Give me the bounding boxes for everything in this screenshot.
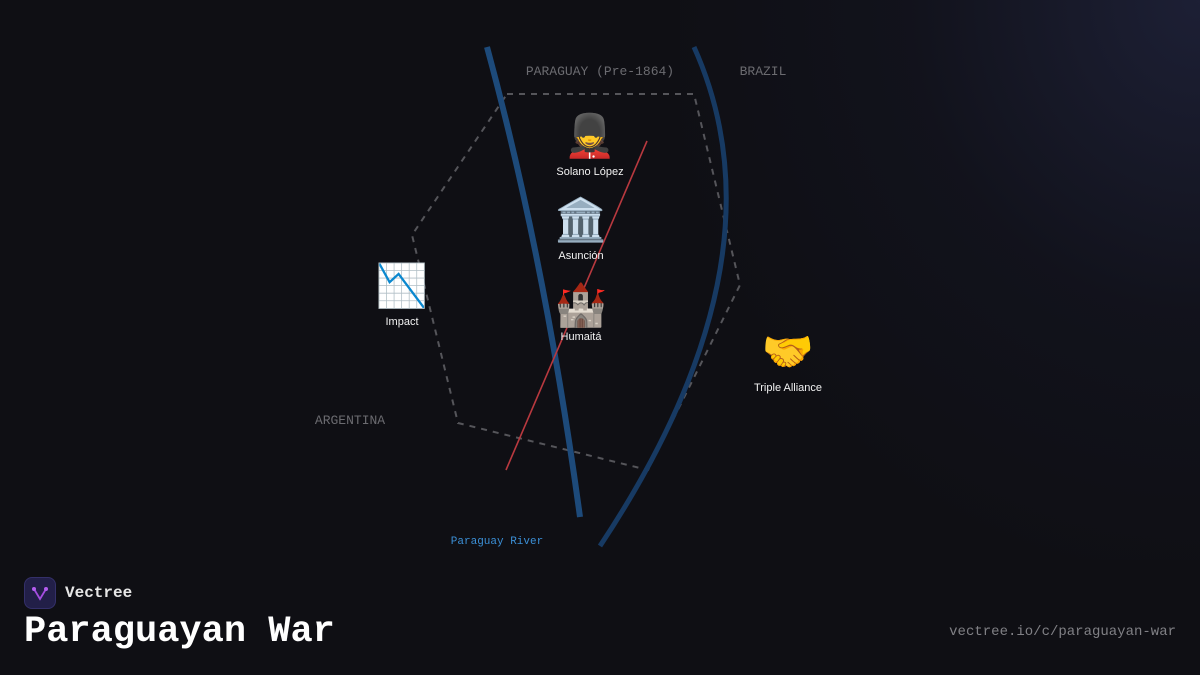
node-solano-lopez[interactable]: 💂 Solano López [556, 112, 623, 178]
region-label-argentina: ARGENTINA [314, 413, 386, 428]
source-url[interactable]: vectree.io/c/paraguayan-war [949, 624, 1176, 640]
node-asuncion[interactable]: 🏛️ Asunción [555, 196, 607, 262]
guard-icon: 💂 [563, 112, 617, 159]
page-title: Paraguayan War [24, 611, 335, 653]
campaign-line [505, 140, 648, 471]
node-label: Asunción [558, 250, 604, 262]
eastern-river [597, 45, 729, 548]
node-label: Solano López [556, 166, 624, 178]
castle-icon: 🏰 [554, 281, 608, 328]
vectree-logo-icon [24, 577, 56, 609]
river-label: Paraguay River [450, 536, 544, 548]
paraguay-river [484, 46, 583, 518]
region-label-brazil: BRAZIL [739, 64, 787, 79]
node-impact[interactable]: 📉 Impact [376, 262, 428, 328]
handshake-icon: 🤝 [761, 328, 815, 375]
classical-building-icon: 🏛️ [554, 196, 608, 243]
node-triple-alliance[interactable]: 🤝 Triple Alliance [754, 328, 822, 394]
node-label: Triple Alliance [753, 382, 823, 394]
node-humaita[interactable]: 🏰 Humaitá [555, 281, 607, 343]
brand: Vectree [24, 577, 132, 609]
node-label: Humaitá [560, 331, 602, 343]
chart-decreasing-icon: 📉 [375, 262, 429, 309]
node-label: Impact [385, 316, 419, 328]
brand-name: Vectree [65, 584, 133, 602]
region-label-paraguay: PARAGUAY (Pre-1864) [525, 64, 675, 79]
